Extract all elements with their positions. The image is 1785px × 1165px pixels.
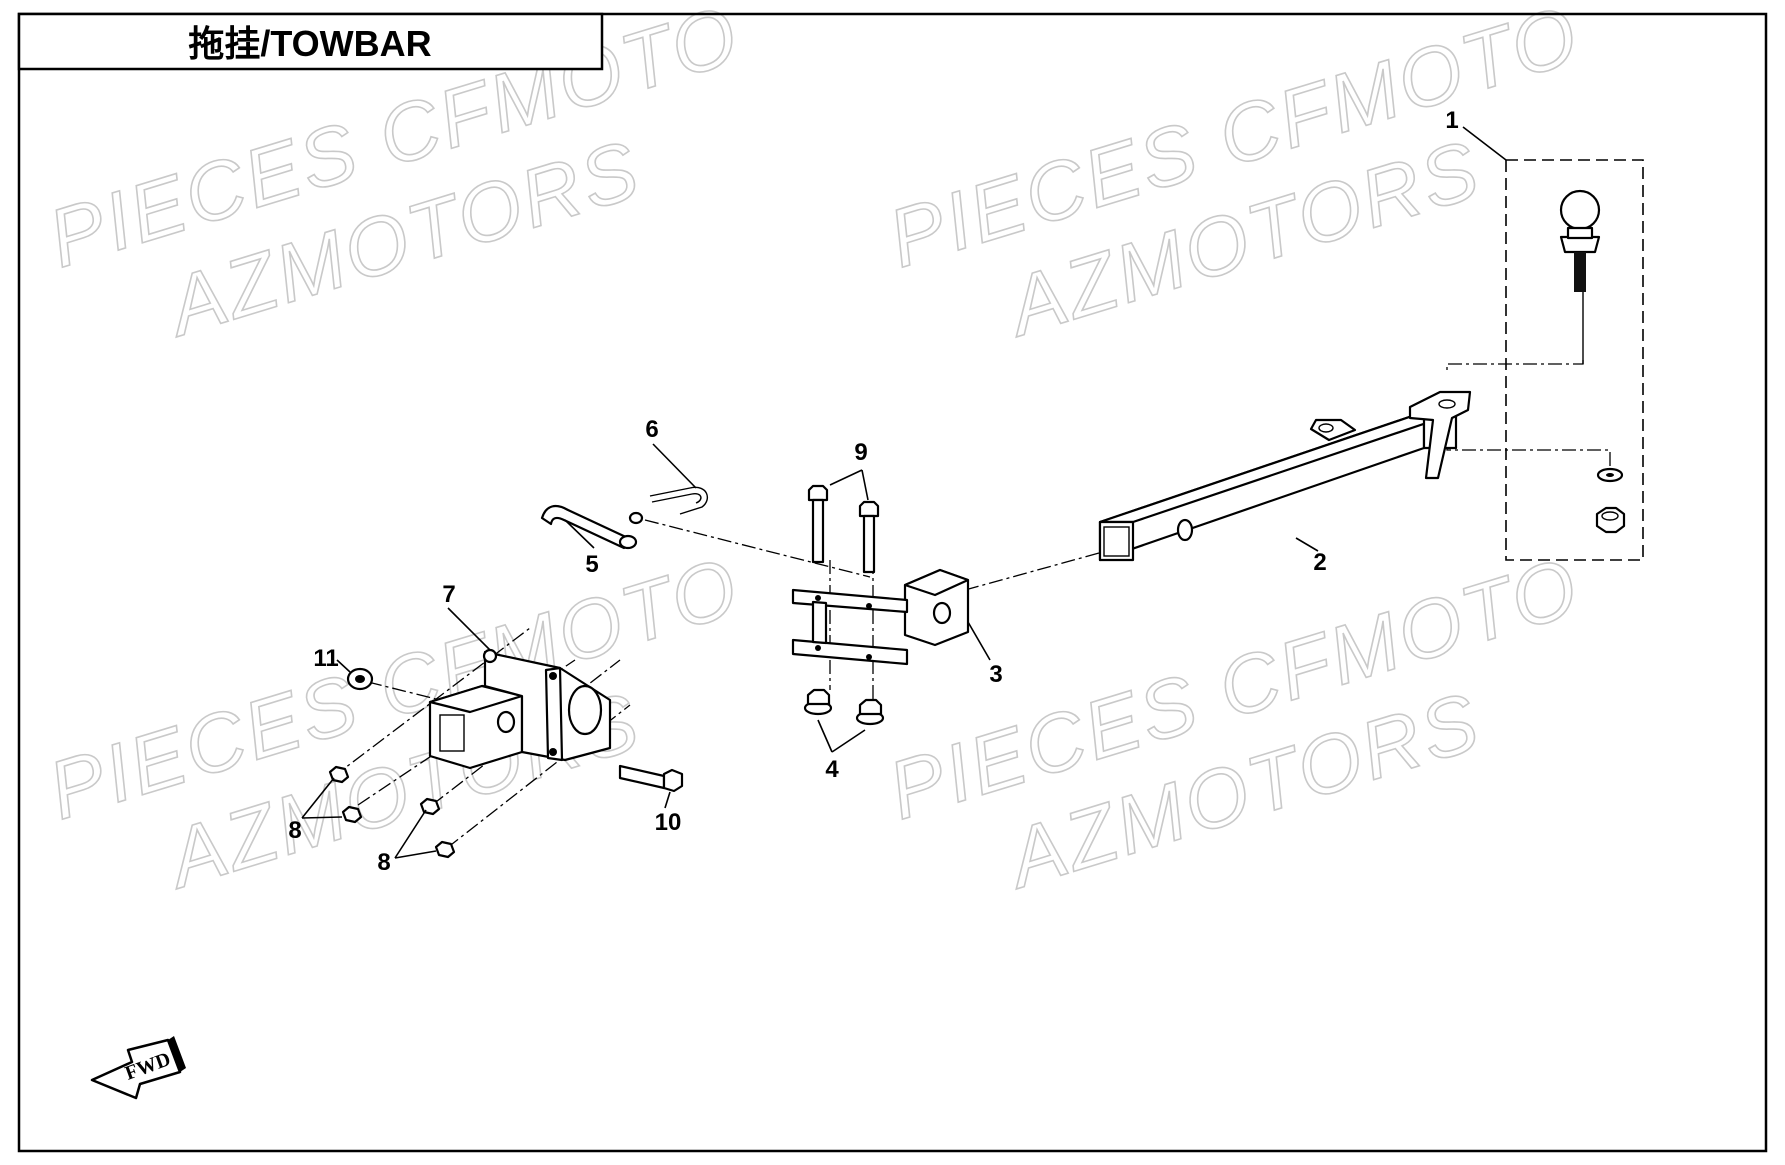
callout-7: 7 [442,581,455,608]
part-1-hitch-ball-kit [1505,159,1644,561]
callout-6: 6 [645,416,658,443]
callout-8a: 8 [288,817,301,844]
outer-frame [17,12,1768,1153]
kit-dashed-box [1505,159,1644,561]
part-7-mount-plate [428,648,612,770]
callout-9: 9 [854,439,867,466]
part-3-receiver-bracket [791,568,970,666]
callout-4: 4 [825,756,839,783]
long-bolt [807,484,829,564]
flange-nut [803,688,833,716]
callout-labels: 1 2 3 4 5 6 7 8 8 9 10 11 [288,107,1458,876]
flange-bolt [434,840,456,859]
page-title: 拖挂/TOWBAR [188,23,431,64]
callout-1: 1 [1445,107,1458,134]
title-box [17,12,604,71]
part-5-hitch-pin [540,504,644,550]
part-4-flange-nuts [803,688,885,726]
callout-8b: 8 [377,849,390,876]
callout-10: 10 [655,809,682,836]
flange-bolt [419,797,441,816]
hitch-ball [1559,189,1601,364]
callout-2: 2 [1313,549,1326,576]
hex-nut [1595,506,1626,534]
watermark-layer: PIECES CFMOTO AZMOTORS PIECES CFMOTO AZM… [38,0,1591,907]
lock-washer [1596,467,1624,483]
part-9-long-bolts [807,484,880,574]
flange-nut [855,698,885,726]
part-11-washer [346,667,374,691]
callout-11: 11 [313,645,338,672]
callout-3: 3 [989,661,1002,688]
callout-5: 5 [585,551,598,578]
forward-direction-arrow-icon: FWD [90,1036,186,1100]
part-10-long-bolt [618,764,684,793]
part-6-hair-pin-clip [649,486,709,515]
leader-lines [301,126,1507,859]
flange-bolt [341,805,363,824]
long-bolt [858,500,880,574]
part-2-tow-bar [1098,390,1472,562]
